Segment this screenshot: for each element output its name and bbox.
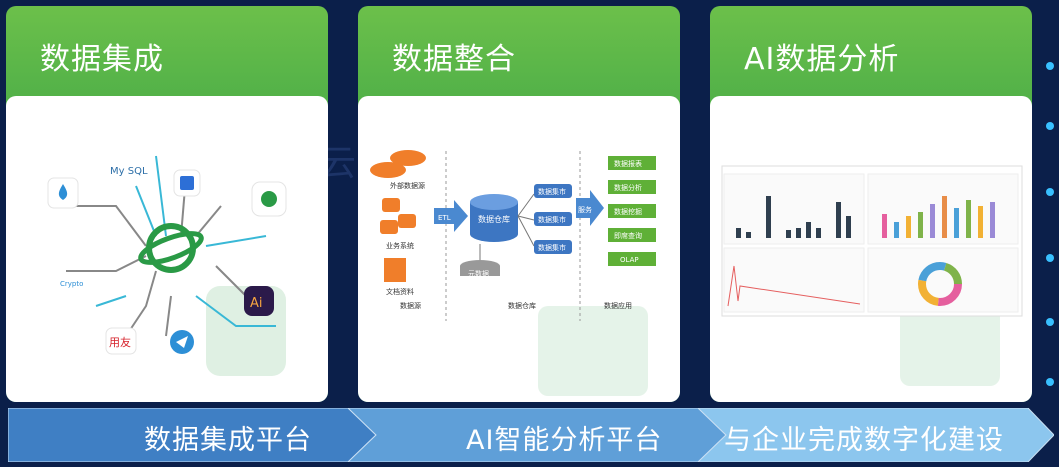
svg-text:即席查询: 即席查询 (614, 231, 642, 240)
svg-text:服务: 服务 (578, 205, 592, 214)
svg-text:数据分析: 数据分析 (614, 183, 642, 192)
mart-cylinder (534, 212, 572, 226)
svg-text:数据集市: 数据集市 (538, 243, 566, 252)
svg-text:文档资料: 文档资料 (386, 287, 414, 296)
bar-chart-thumb (736, 196, 851, 238)
mysql-logo-icon: My SQL (110, 166, 148, 177)
paper-plane-icon (170, 330, 194, 354)
band-label-digital: 与企业完成数字化建设 (724, 425, 1004, 456)
center-logo-icon (138, 223, 204, 273)
svg-text:数据仓库: 数据仓库 (478, 214, 510, 224)
integration-diagram: My SQL Crypto Ai 用友 (6, 96, 328, 402)
decor-dot (1046, 378, 1054, 386)
svg-text:Ai: Ai (250, 296, 263, 311)
svg-text:My SQL: My SQL (110, 166, 148, 177)
svg-text:业务系统: 业务系统 (386, 241, 414, 250)
service-arrow (576, 190, 604, 226)
stacked-bar-thumb (882, 196, 995, 238)
mart-cylinder (534, 240, 572, 254)
bottom-progress-band: 数据集成平台 AI智能分析平台 与企业完成数字化建设 (8, 408, 1054, 462)
etl-arrow (434, 200, 468, 232)
line-chart-thumb (727, 265, 861, 307)
svg-text:ETL: ETL (438, 214, 451, 222)
business-system-icon (380, 198, 416, 234)
svg-text:数据源: 数据源 (400, 301, 421, 310)
card-data-integration[interactable]: 数据集成 (6, 6, 328, 402)
band-label-integration: 数据集成平台 (144, 425, 312, 456)
integration-network: My SQL Crypto Ai 用友 (47, 155, 287, 376)
dashboard-preview (710, 96, 1032, 402)
svg-text:数据挖掘: 数据挖掘 (614, 207, 642, 216)
ai-logo-icon: Ai (244, 286, 274, 316)
card-title: AI数据分析 (744, 42, 900, 77)
crypto-logo-icon: Crypto (60, 280, 83, 288)
card-title: 数据集成 (40, 42, 164, 77)
svg-text:数据仓库: 数据仓库 (508, 301, 536, 310)
external-source-icon (370, 150, 426, 178)
card-ai-analysis[interactable]: AI数据分析 (710, 6, 1032, 402)
svg-text:外部数据源: 外部数据源 (390, 181, 425, 190)
yonyou-logo-icon: 用友 (105, 327, 137, 355)
band-label-ai: AI智能分析平台 (466, 425, 663, 456)
svg-text:OLAP: OLAP (620, 256, 639, 264)
card-title: 数据整合 (392, 42, 516, 77)
dashboard-thumbnail (721, 165, 1023, 386)
app-button (608, 180, 656, 194)
green-star-icon (251, 181, 287, 217)
w-app-icon (173, 169, 201, 197)
decor-dot (1046, 188, 1054, 196)
svg-text:数据报表: 数据报表 (614, 159, 642, 168)
card-data-consolidation[interactable]: 数据整合 外部数据源 业务系统 文档资料 ETL 数据仓库 (358, 6, 680, 402)
donut-chart-thumb (918, 262, 962, 306)
svg-text:数据应用: 数据应用 (604, 301, 632, 310)
svg-text:数据集市: 数据集市 (538, 215, 566, 224)
app-button (608, 204, 656, 218)
app-button (608, 228, 656, 242)
svg-text:元数据: 元数据 (468, 269, 489, 278)
warehouse-diagram: 外部数据源 业务系统 文档资料 ETL 数据仓库 元数据 (358, 96, 680, 402)
app-button (608, 156, 656, 170)
app-button (608, 252, 656, 266)
decor-dot (1046, 254, 1054, 262)
droplet-icon (47, 177, 79, 209)
decor-dot (1046, 318, 1054, 326)
svg-text:Crypto: Crypto (60, 280, 83, 288)
band-chevrons (8, 408, 1054, 462)
warehouse-flow: 外部数据源 业务系统 文档资料 ETL 数据仓库 元数据 (370, 150, 656, 396)
decor-dot (1046, 122, 1054, 130)
warehouse-cylinder-icon (470, 194, 518, 242)
document-icon (384, 258, 406, 282)
decor-dot (1046, 62, 1054, 70)
svg-text:用友: 用友 (109, 335, 131, 349)
svg-text:数据集市: 数据集市 (538, 187, 566, 196)
mart-cylinder (534, 184, 572, 198)
